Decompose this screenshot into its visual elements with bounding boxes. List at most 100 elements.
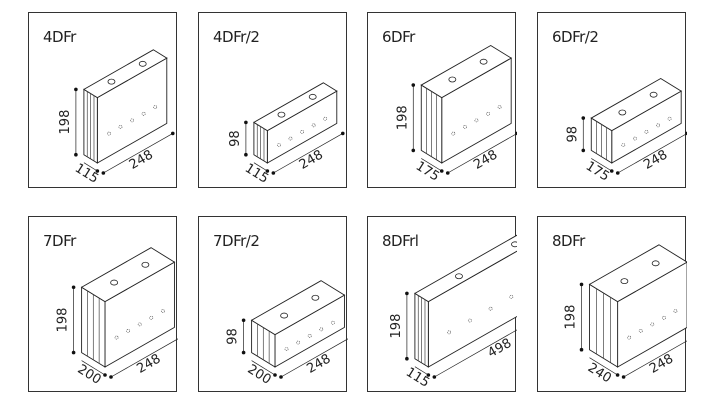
length-label: 248: [134, 352, 163, 377]
brick-card: 8DFrl 198 115 498: [367, 216, 517, 392]
perforation-mark: [509, 294, 514, 299]
length-label: 248: [304, 352, 333, 377]
grip-hole-icon: [651, 260, 660, 267]
perforation-mark: [126, 329, 131, 333]
depth-dimension-line: [253, 162, 268, 172]
grip-hole-icon: [141, 261, 150, 268]
brick-name: 8DFr: [552, 232, 585, 250]
perforation-mark: [673, 309, 678, 314]
brick-top-face: [588, 244, 687, 303]
perforation-mark: [160, 309, 165, 314]
perforation-mark: [288, 136, 293, 141]
grip-hole-icon: [455, 273, 463, 280]
grip-hole-icon: [138, 60, 147, 67]
depth-dimension-line: [414, 366, 429, 376]
perforation-mark: [277, 143, 281, 147]
perforation-mark: [638, 329, 643, 333]
depth-label: 175: [413, 159, 442, 185]
perforation-mark: [114, 335, 119, 340]
perforation-mark: [137, 322, 142, 327]
grip-hole-icon: [448, 76, 457, 83]
perforation-mark: [153, 105, 158, 110]
perforation-mark: [627, 335, 632, 340]
perforation-mark: [330, 320, 335, 325]
depth-dimension-line: [421, 158, 442, 172]
brick-top-face: [80, 247, 176, 303]
length-label: 248: [127, 148, 156, 173]
grip-hole-icon: [280, 312, 289, 319]
depth-label: 175: [583, 159, 612, 185]
perforation-mark: [632, 136, 637, 141]
brick-drawing: 198 175 248: [395, 44, 517, 185]
brick-top-face: [590, 77, 683, 132]
perforation-mark: [644, 129, 649, 134]
perforation-mark: [319, 327, 324, 332]
length-dimension-line: [273, 133, 343, 174]
depth-label: 115: [72, 161, 101, 187]
depth-dimension-line: [81, 360, 106, 376]
brick-top-face: [253, 82, 338, 132]
brick-name: 4DFr: [43, 28, 76, 46]
depth-label: 200: [75, 362, 104, 388]
length-dimension-line: [280, 338, 348, 378]
depth-label: 115: [403, 365, 432, 391]
perforation-mark: [486, 111, 490, 116]
perforation-mark: [149, 315, 154, 320]
grip-hole-icon: [308, 93, 317, 100]
perforation-mark: [451, 131, 456, 136]
brick-name: 7DFr/2: [213, 232, 260, 250]
brick-card: 6DFr 198 175 248: [367, 12, 517, 188]
brick-name: 7DFr: [43, 232, 76, 250]
length-dimension-line: [434, 329, 517, 378]
brick-name: 6DFr: [382, 28, 415, 46]
length-dimension-line: [110, 338, 178, 378]
perforation-mark: [621, 143, 626, 147]
perforation-mark: [661, 315, 666, 320]
brick-top-face: [414, 234, 517, 303]
perforation-mark: [447, 330, 452, 335]
perforation-mark: [130, 118, 134, 123]
perforation-mark: [488, 306, 493, 311]
depth-dimension-line: [589, 357, 618, 376]
brick-drawing: 198 115 498: [389, 234, 517, 391]
height-label: 198: [58, 110, 73, 135]
depth-label: 200: [245, 362, 274, 388]
grip-hole-icon: [618, 109, 627, 116]
depth-dimension-line: [591, 158, 612, 172]
grip-hole-icon: [511, 241, 517, 248]
length-label: 248: [471, 148, 500, 173]
brick-drawing: 198 115 248: [58, 49, 175, 187]
height-label: 198: [395, 105, 410, 130]
perforation-mark: [667, 116, 672, 121]
perforation-mark: [656, 123, 660, 128]
length-label: 248: [647, 352, 676, 377]
perforation-mark: [474, 118, 479, 123]
grip-hole-icon: [277, 111, 286, 118]
length-label: 498: [485, 336, 514, 361]
depth-dimension-line: [83, 162, 98, 172]
brick-name: 6DFr/2: [552, 28, 599, 46]
height-label: 98: [565, 126, 580, 143]
grip-hole-icon: [649, 91, 658, 98]
perforation-mark: [462, 125, 467, 129]
grip-hole-icon: [311, 294, 320, 301]
brick-top-face: [83, 49, 168, 99]
perforation-mark: [650, 322, 655, 327]
depth-label: 240: [585, 360, 614, 386]
perforation-mark: [118, 125, 123, 129]
brick-top-face: [250, 280, 346, 336]
grip-hole-icon: [620, 278, 629, 285]
height-label: 198: [389, 314, 404, 339]
brick-name: 4DFr/2: [213, 28, 260, 46]
depth-dimension-line: [251, 360, 276, 376]
brick-name: 8DFrl: [382, 232, 419, 250]
